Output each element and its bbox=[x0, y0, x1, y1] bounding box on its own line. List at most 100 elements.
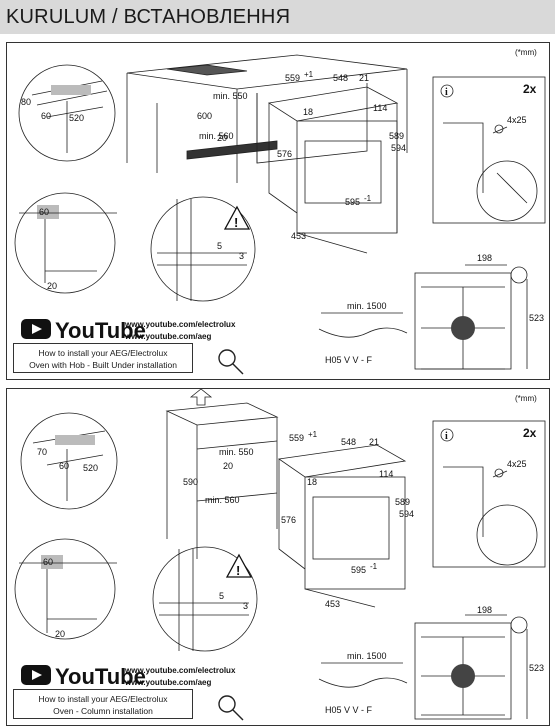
info-icon: i bbox=[445, 431, 448, 442]
dim-559-tolerance: +1 bbox=[304, 70, 314, 79]
detail-circle-ventilation bbox=[20, 412, 118, 510]
dim-523: 523 bbox=[529, 663, 544, 673]
dim-600: 600 bbox=[197, 111, 212, 121]
hob-drawing bbox=[414, 264, 528, 370]
video-caption-built-under: How to install your AEG/Electrolux Oven … bbox=[13, 343, 193, 373]
dim-594: 594 bbox=[391, 143, 406, 153]
caption-line-2: Oven - Column installation bbox=[53, 706, 153, 716]
dim-559-tolerance: +1 bbox=[308, 430, 318, 439]
dim-21: 21 bbox=[359, 73, 369, 83]
dim-80: 80 bbox=[21, 97, 31, 107]
dim-576: 576 bbox=[281, 515, 296, 525]
dim-3: 3 bbox=[239, 251, 244, 261]
dim-589: 589 bbox=[395, 497, 410, 507]
dim-70: 70 bbox=[37, 447, 47, 457]
dim-min550: min. 550 bbox=[213, 91, 248, 101]
detail-circle-cutout bbox=[14, 538, 117, 640]
dim-595: 595 bbox=[351, 565, 366, 575]
detail-circle-gap: ! bbox=[150, 196, 256, 302]
screw-fixing-panel bbox=[432, 76, 546, 224]
youtube-logo-text: YouTube bbox=[55, 318, 146, 343]
dim-20: 20 bbox=[217, 133, 227, 143]
magnifier-icon bbox=[218, 695, 244, 721]
dim-576: 576 bbox=[277, 149, 292, 159]
cable-length: min. 1500 bbox=[347, 651, 387, 661]
column-cabinet-drawing bbox=[165, 389, 279, 559]
magnifier-icon bbox=[218, 349, 244, 375]
dim-60-cutout: 60 bbox=[39, 207, 49, 217]
dim-114: 114 bbox=[379, 469, 393, 479]
dim-559: 559 bbox=[285, 73, 300, 83]
oven-drawing bbox=[267, 86, 399, 254]
caption-line-1: How to install your AEG/Electrolux bbox=[38, 348, 168, 358]
screw-size: 4x25 bbox=[507, 115, 527, 125]
column-panel: (*mm) min. 550 20 590 min. 560 70 60 520… bbox=[6, 388, 550, 726]
dim-18: 18 bbox=[303, 107, 313, 117]
caption-line-1: How to install your AEG/Electrolux bbox=[38, 694, 168, 704]
dim-min550: min. 550 bbox=[219, 447, 254, 457]
youtube-link-aeg[interactable]: www.youtube.com/aeg bbox=[124, 678, 211, 687]
dim-520: 520 bbox=[83, 463, 98, 473]
oven-drawing bbox=[277, 444, 407, 608]
dim-198: 198 bbox=[477, 605, 492, 615]
warning-icon: ! bbox=[234, 215, 238, 230]
youtube-link-electrolux[interactable]: www.youtube.com/electrolux bbox=[124, 666, 236, 675]
screw-fixing-panel bbox=[432, 420, 546, 568]
dim-520: 520 bbox=[69, 113, 84, 123]
dim-453: 453 bbox=[325, 599, 340, 609]
dim-5: 5 bbox=[219, 591, 224, 601]
info-icon: i bbox=[445, 87, 448, 98]
youtube-link-aeg[interactable]: www.youtube.com/aeg bbox=[124, 332, 211, 341]
dim-595-tolerance: -1 bbox=[364, 194, 372, 203]
dim-548: 548 bbox=[333, 73, 348, 83]
kitchen-cabinet-drawing bbox=[126, 54, 408, 183]
dim-595: 595 bbox=[345, 197, 360, 207]
page-title: KURULUM / ВСТАНОВЛЕННЯ bbox=[6, 6, 291, 28]
detail-circle-ventilation bbox=[18, 64, 116, 162]
dim-18: 18 bbox=[307, 477, 317, 487]
youtube-logo-text: YouTube bbox=[55, 664, 146, 689]
dim-590: 590 bbox=[183, 477, 198, 487]
cable-length: min. 1500 bbox=[347, 301, 387, 311]
screw-quantity: 2x bbox=[523, 82, 537, 96]
dim-21: 21 bbox=[369, 437, 379, 447]
youtube-logo: YouTube bbox=[21, 318, 146, 343]
screw-quantity: 2x bbox=[523, 426, 537, 440]
dim-595-tolerance: -1 bbox=[370, 562, 378, 571]
youtube-link-electrolux[interactable]: www.youtube.com/electrolux bbox=[124, 320, 236, 329]
dim-60-cutout: 60 bbox=[43, 557, 53, 567]
dim-559: 559 bbox=[289, 433, 304, 443]
dim-20: 20 bbox=[223, 461, 233, 471]
built-under-drawing: (*mm) 600 min. 550 20 min. 560 80 60 520 bbox=[14, 48, 546, 375]
cable-drawing bbox=[318, 662, 408, 688]
screw-size: 4x25 bbox=[507, 459, 527, 469]
dim-20-cutout: 20 bbox=[47, 281, 57, 291]
dim-5: 5 bbox=[217, 241, 222, 251]
youtube-logo: YouTube bbox=[21, 664, 146, 689]
video-caption-column: How to install your AEG/Electrolux Oven … bbox=[13, 689, 193, 719]
dim-20-cutout: 20 bbox=[55, 629, 65, 639]
hob-drawing bbox=[414, 614, 528, 720]
unit-note: (*mm) bbox=[515, 394, 537, 403]
detail-circle-cutout bbox=[14, 192, 117, 294]
header-bar: KURULUM / ВСТАНОВЛЕННЯ bbox=[0, 0, 555, 34]
dim-594: 594 bbox=[399, 509, 414, 519]
built-under-panel: (*mm) 600 min. 550 20 min. 560 80 60 520 bbox=[6, 42, 550, 380]
dim-453: 453 bbox=[291, 231, 306, 241]
dim-548: 548 bbox=[341, 437, 356, 447]
cable-type: H05 V V - F bbox=[325, 705, 373, 715]
dim-60: 60 bbox=[59, 461, 69, 471]
dim-min560: min. 560 bbox=[205, 495, 240, 505]
caption-line-2: Oven with Hob - Built Under installation bbox=[29, 360, 177, 370]
cable-drawing bbox=[318, 312, 408, 338]
dim-198: 198 bbox=[477, 253, 492, 263]
dim-114: 114 bbox=[373, 103, 387, 113]
dim-523: 523 bbox=[529, 313, 544, 323]
dim-min560: min. 560 bbox=[199, 131, 234, 141]
dim-60: 60 bbox=[41, 111, 51, 121]
unit-note: (*mm) bbox=[515, 48, 537, 57]
dim-3: 3 bbox=[243, 601, 248, 611]
cable-type: H05 V V - F bbox=[325, 355, 373, 365]
detail-circle-gap: ! bbox=[152, 546, 258, 652]
column-drawing: (*mm) min. 550 20 590 min. 560 70 60 520… bbox=[14, 389, 546, 721]
